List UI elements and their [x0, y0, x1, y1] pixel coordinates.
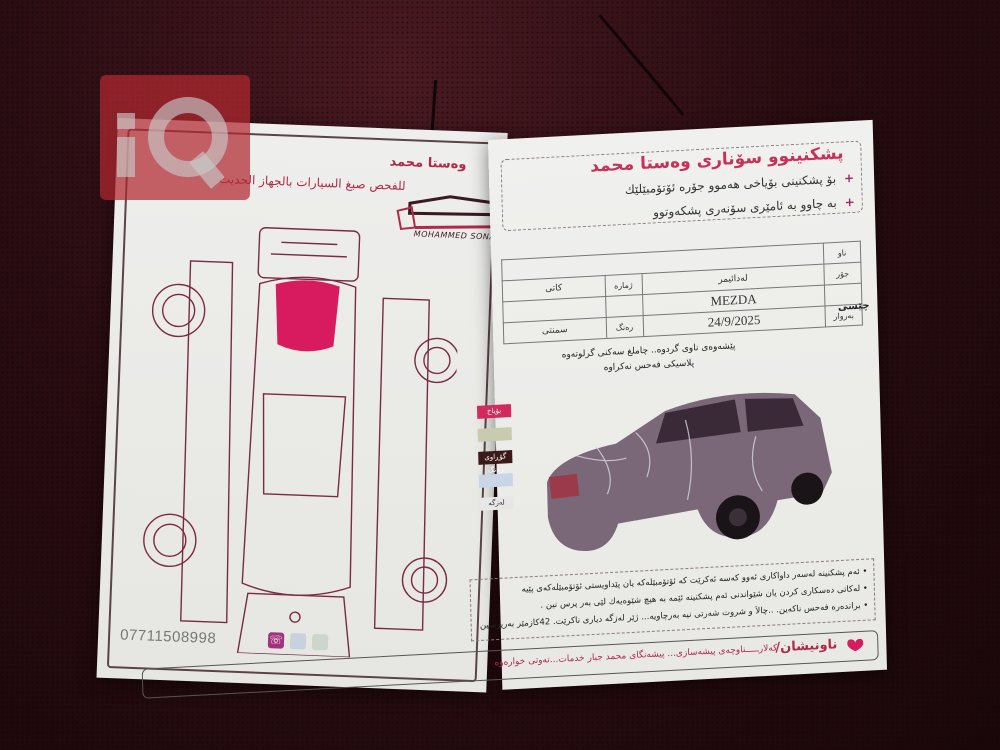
- legend-painted: بۆیاخ: [476, 404, 512, 419]
- chassis-label: چێسی: [837, 300, 870, 313]
- hood-painted-area: [275, 280, 340, 352]
- watermark-i-bar: [117, 137, 135, 177]
- car-color: سمنتی: [503, 317, 607, 344]
- iq-watermark-logo: [100, 75, 250, 200]
- report-right-page: پشکنینوو سۆناری وەستا محمد +بۆ پشکنینی ب…: [141, 119, 888, 699]
- terms-box: • ئەم پشکنینە لەسەر داواکاری ئەوو کەسە ئ…: [469, 558, 876, 642]
- car-damage-diagram: [143, 227, 460, 659]
- telegram-icon: [289, 632, 307, 650]
- table-label: رەنگ: [605, 315, 644, 339]
- shop-name: وەستا محمد: [389, 154, 467, 173]
- phone-icon: ☏: [267, 632, 285, 649]
- inspection-notes: پێشەوەی ناوی گردوە.. چاملغ سەکنی گرلوتەو…: [553, 339, 744, 379]
- social-icons: ☏: [267, 632, 329, 651]
- heart-logo-icon: [847, 638, 864, 652]
- table-label: جۆر: [823, 262, 862, 286]
- legend-item: [478, 473, 514, 488]
- watermark-i-dot: [117, 113, 135, 129]
- legend-color-change: گۆڕاوی رەنگ: [478, 450, 513, 474]
- address-label: ناونیشان/: [775, 637, 838, 656]
- watermark-q: [148, 97, 228, 177]
- table-label: ژمارە: [604, 273, 643, 297]
- whatsapp-icon: [311, 633, 329, 651]
- car-photo: [546, 392, 832, 551]
- address-footer: کەلارـــــناوچەی پیشەسازی... پیشەنگای مح…: [141, 630, 879, 699]
- report-left-page: وەستا محمد للفحص صبغ السيارات بالجهاز ال…: [96, 118, 508, 693]
- legend-dent: لەزگە: [479, 496, 514, 511]
- phone-number: 07711508998: [119, 626, 217, 648]
- table-label: [605, 294, 643, 318]
- address-text: کەلارـــــناوچەی پیشەسازی... پیشەنگای مح…: [494, 643, 778, 669]
- table-label: ناو: [823, 241, 861, 265]
- vehicle-info-table: ناو جۆر لەدائیمر ژمارە کاتی MEZDA بەروار…: [501, 241, 863, 345]
- legend-item: [477, 427, 512, 442]
- color-legend: بۆیاخ گۆڕاوی رەنگ لەزگە: [476, 404, 514, 511]
